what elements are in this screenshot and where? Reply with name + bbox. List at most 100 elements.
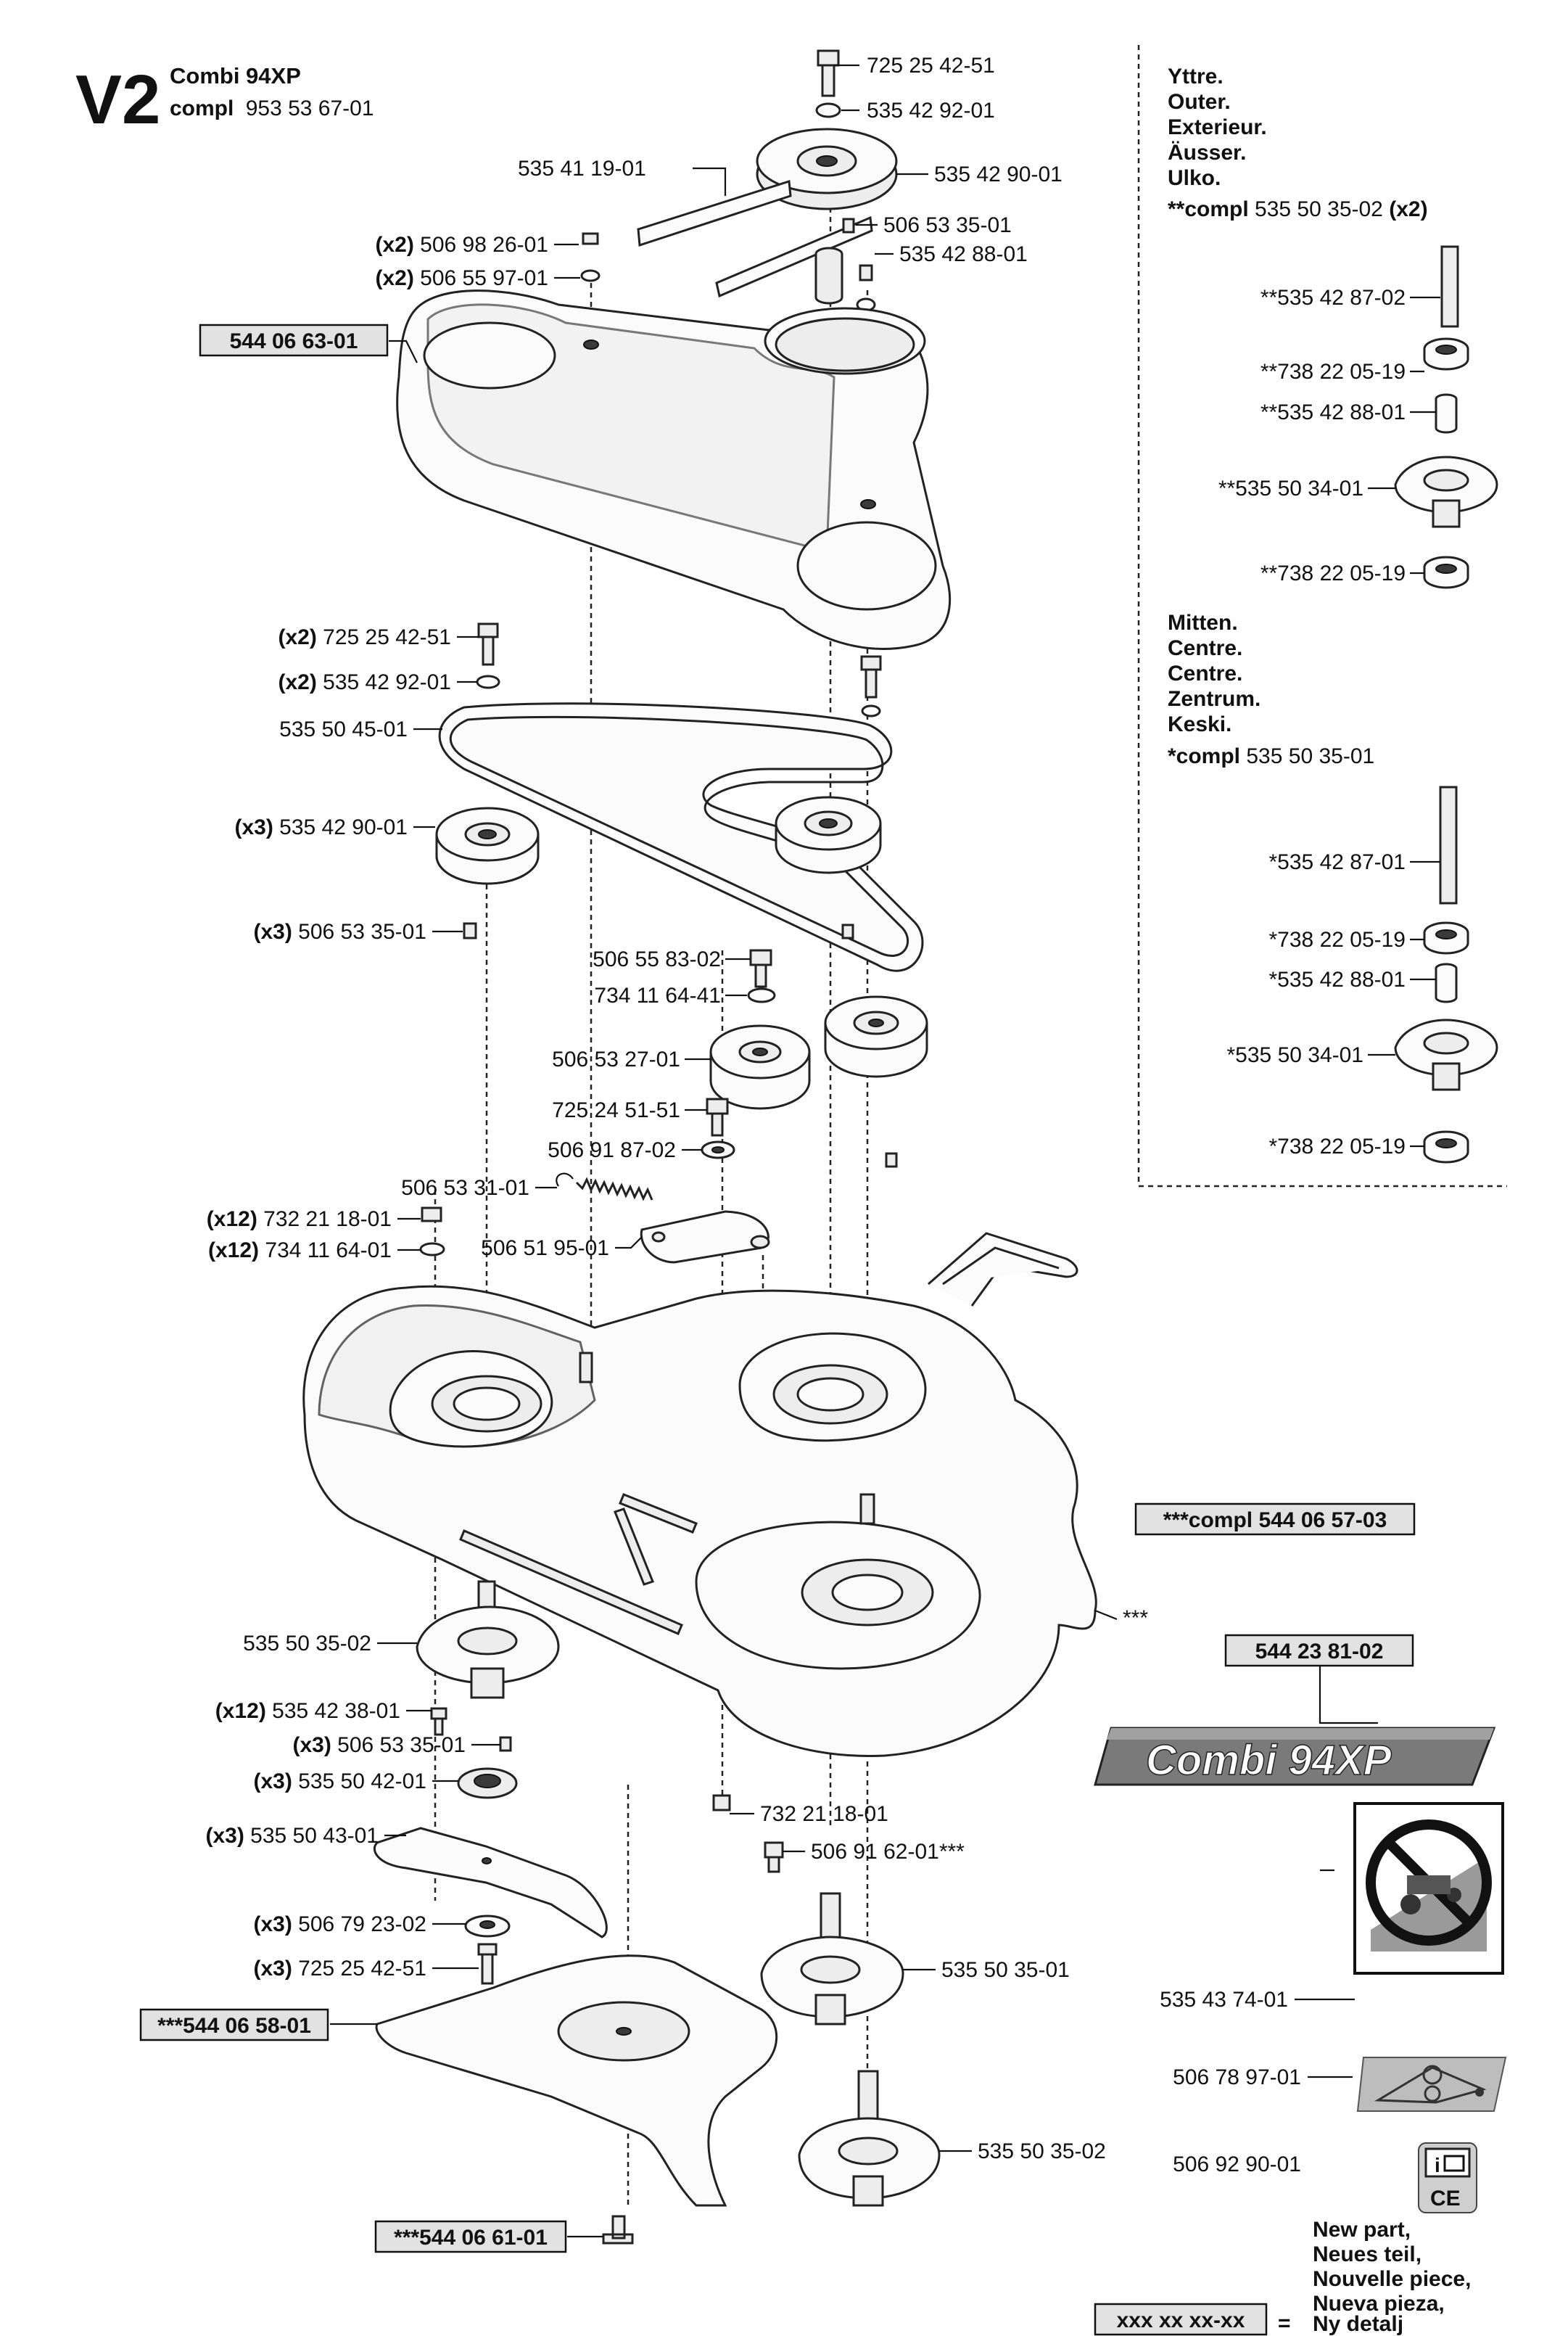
- label-l04: 535 41 19-01: [518, 157, 646, 181]
- part-labels: 725 25 42-51 535 42 92-01 535 42 90-01 5…: [205, 54, 1301, 2176]
- outer-title-1: Yttre.: [1168, 65, 1224, 89]
- center-part-1: *535 42 87-01: [1269, 850, 1406, 874]
- label-l19: 506 53 31-01: [401, 1176, 529, 1200]
- header-model: Combi 94XP: [170, 63, 301, 89]
- bolt-top: [817, 49, 840, 97]
- lower-guard: [375, 1954, 778, 2245]
- mower-deck: [302, 1232, 1118, 1757]
- label-l34: 535 43 74-01: [1160, 1988, 1288, 2012]
- outer-part-5: **738 22 05-19: [1260, 562, 1406, 585]
- label-l05: 506 53 35-01: [883, 213, 1012, 237]
- belt-routing-icon: [1422, 2065, 1443, 2085]
- label-l02: 535 42 92-01: [867, 99, 995, 123]
- side-panel: Yttre. Outer. Exterieur. Äusser. Ulko. *…: [1137, 45, 1507, 1188]
- label-l16: 506 53 27-01: [552, 1048, 680, 1072]
- ce-decal: i CE: [1418, 2142, 1477, 2213]
- label-l37: ***: [1123, 1606, 1148, 1630]
- leader-lines: [330, 64, 1378, 2238]
- label-l24: (x12) 535 42 38-01: [215, 1699, 400, 1723]
- belt-cover: [396, 289, 952, 650]
- ce-mark-icon: CE: [1430, 2187, 1461, 2210]
- pulley-idler: [709, 1024, 811, 1110]
- label-l30: 732 21 18-01: [760, 1802, 888, 1826]
- outer-part-1: **535 42 87-02: [1260, 286, 1406, 310]
- label-l29: (x3) 725 25 42-51: [253, 1957, 426, 1981]
- box-decal-kit: 544 23 81-02: [1255, 1640, 1384, 1663]
- center-title-3: Centre.: [1168, 662, 1242, 686]
- info-book-icon: [1424, 2147, 1471, 2178]
- center-part-2: *738 22 05-19: [1269, 928, 1406, 952]
- right-spindles: [712, 1794, 941, 2207]
- center-part-4: *535 50 34-01: [1227, 1043, 1364, 1067]
- label-l13: (x3) 506 53 35-01: [253, 920, 426, 944]
- label-l36: 506 92 90-01: [1173, 2152, 1301, 2176]
- warning-tractor-icon: [1400, 1894, 1421, 1915]
- legend-equals: =: [1278, 2311, 1291, 2335]
- label-l08: (x2) 506 55 97-01: [375, 266, 548, 290]
- center-compl: *compl 535 50 35-01: [1168, 744, 1374, 768]
- outer-title-5: Ulko.: [1168, 166, 1221, 190]
- mid-bolts: [476, 232, 882, 717]
- outer-part-4: **535 50 34-01: [1218, 477, 1363, 501]
- outer-title-4: Äusser.: [1168, 141, 1246, 165]
- label-l18: 506 91 87-02: [548, 1138, 676, 1162]
- warning-decal: [1353, 1802, 1504, 1975]
- label-l03: 535 42 90-01: [934, 163, 1062, 186]
- outer-title-2: Outer.: [1168, 90, 1231, 114]
- center-title-2: Centre.: [1168, 636, 1242, 660]
- left-spindle-stack: [373, 1580, 608, 1985]
- label-l28: (x3) 506 79 23-02: [253, 1912, 426, 1936]
- label-l07: (x2) 506 98 26-01: [375, 233, 548, 257]
- combi-decal: Combi 94XP: [1094, 1727, 1496, 1786]
- label-l23: 535 50 35-02: [243, 1632, 371, 1656]
- label-l35: 506 78 97-01: [1173, 2065, 1301, 2089]
- label-l06: 535 42 88-01: [899, 242, 1028, 266]
- legend-line-1: New part,: [1313, 2218, 1411, 2242]
- pulley-left: [435, 807, 540, 885]
- legend-line-3: Nouvelle piece,: [1313, 2267, 1471, 2291]
- center-title-1: Mitten.: [1168, 611, 1238, 635]
- label-l25: (x3) 506 53 35-01: [292, 1733, 466, 1757]
- blade: [373, 1827, 608, 1938]
- outer-title-3: Exterieur.: [1168, 115, 1267, 139]
- box-lower-guard: ***544 06 58-01: [157, 2014, 311, 2038]
- label-l33: 535 50 35-02: [978, 2139, 1106, 2163]
- center-part-3: *535 42 88-01: [1269, 968, 1406, 992]
- label-l14: 506 55 83-02: [593, 947, 721, 971]
- outer-compl: **compl 535 50 35-02 (x2): [1168, 197, 1428, 221]
- label-l15: 734 11 64-41: [594, 984, 721, 1008]
- label-l09: (x2) 725 25 42-51: [278, 625, 451, 649]
- pulleys: [435, 796, 928, 1168]
- pulley-center: [775, 796, 882, 874]
- label-l01: 725 25 42-51: [867, 54, 995, 78]
- outer-part-3: **535 42 88-01: [1260, 400, 1406, 424]
- spacer-top: [814, 247, 843, 305]
- svg-text:i: i: [1435, 2154, 1440, 2176]
- label-l27: (x3) 535 50 43-01: [205, 1824, 379, 1848]
- legend: New part, Neues teil, Nouvelle piece, Nu…: [1094, 2218, 1471, 2336]
- legend-box: xxx xx xx-xx: [1117, 2308, 1245, 2332]
- legend-line-5: Ny detalj: [1313, 2312, 1403, 2336]
- label-l21: (x12) 734 11 64-01: [208, 1238, 392, 1262]
- header-code: V2: [75, 61, 160, 139]
- label-l32: 535 50 35-01: [941, 1958, 1070, 1982]
- key-top: [842, 218, 855, 234]
- boxed-labels: 544 06 63-01 ***compl 544 06 57-03 544 2…: [139, 324, 1416, 2253]
- legend-line-2: Neues teil,: [1313, 2242, 1421, 2266]
- label-l22: 506 51 95-01: [481, 1236, 609, 1260]
- top-pulley-stack: [637, 49, 898, 312]
- label-l17: 725 24 51-51: [552, 1098, 680, 1122]
- label-l20: (x12) 732 21 18-01: [207, 1207, 392, 1231]
- outer-part-2: **738 22 05-19: [1260, 360, 1406, 384]
- legend-line-4: Nueva pieza,: [1313, 2292, 1445, 2316]
- label-l31: 506 91 62-01***: [811, 1840, 965, 1864]
- belt-top: [637, 180, 792, 247]
- label-l12: (x3) 535 42 90-01: [234, 815, 408, 839]
- label-l10: (x2) 535 42 92-01: [278, 670, 451, 694]
- center-title-4: Zentrum.: [1168, 687, 1260, 711]
- center-part-5: *738 22 05-19: [1269, 1135, 1406, 1159]
- drive-belt: [438, 702, 924, 972]
- box-deck-compl: ***compl 544 06 57-03: [1163, 1508, 1387, 1532]
- washer-top: [815, 102, 841, 118]
